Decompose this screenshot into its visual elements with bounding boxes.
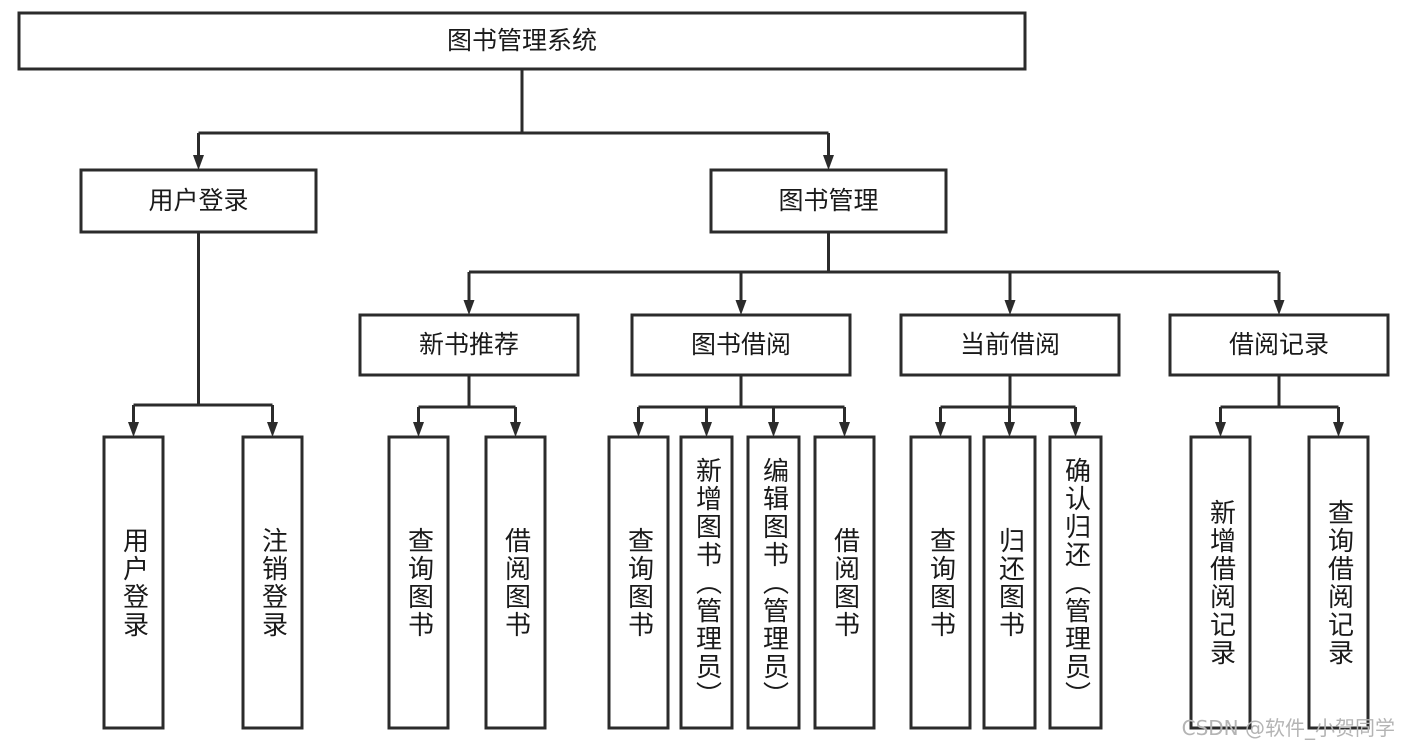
arrow-head-icon — [510, 422, 521, 437]
node-label-new-book-rec: 新书推荐 — [419, 330, 519, 359]
arrow-head-icon — [463, 300, 475, 315]
node-box-leaf-user-logout[interactable] — [241, 435, 304, 730]
arrow-head-icon — [1004, 422, 1015, 437]
node-box-borrow-record[interactable] — [1168, 313, 1390, 377]
node-box-user-login[interactable] — [79, 168, 318, 234]
arrow-head-icon — [413, 422, 424, 437]
node-box-leaf-query-record[interactable] — [1307, 435, 1370, 730]
node-label-current-borrow: 当前借阅 — [960, 330, 1060, 359]
boxes-layer — [17, 11, 1390, 730]
arrow-head-icon — [193, 155, 204, 170]
node-label-root: 图书管理系统 — [447, 26, 597, 55]
node-label-book-borrow: 图书借阅 — [691, 330, 791, 359]
node-box-leaf-query-book-rec[interactable] — [387, 435, 450, 730]
arrow-head-icon — [701, 422, 712, 437]
watermark-text: CSDN @软件_小贺同学 — [1181, 716, 1395, 740]
arrow-head-icon — [1333, 422, 1344, 437]
arrow-head-icon — [735, 300, 747, 315]
arrow-head-icon — [1004, 300, 1016, 315]
node-box-leaf-return-book[interactable] — [982, 435, 1037, 730]
arrow-head-icon — [267, 422, 278, 437]
arrow-head-icon — [823, 155, 834, 170]
arrow-head-icon — [1273, 300, 1285, 315]
node-box-leaf-query-book-cur[interactable] — [909, 435, 972, 730]
node-label-book-manage: 图书管理 — [778, 186, 878, 215]
connectors-layer — [128, 69, 1344, 437]
node-box-leaf-add-record[interactable] — [1189, 435, 1252, 730]
node-box-leaf-query-book-borrow[interactable] — [607, 435, 670, 730]
node-box-leaf-user-login[interactable] — [102, 435, 165, 730]
arrow-head-icon — [1215, 422, 1226, 437]
node-box-leaf-edit-book[interactable] — [746, 435, 801, 730]
node-box-leaf-borrow-book-rec[interactable] — [484, 435, 547, 730]
node-box-new-book-rec[interactable] — [358, 313, 580, 377]
arrow-head-icon — [935, 422, 946, 437]
node-box-book-manage[interactable] — [709, 168, 948, 234]
node-box-leaf-borrow-book[interactable] — [813, 435, 876, 730]
node-label-borrow-record: 借阅记录 — [1229, 330, 1329, 359]
node-box-current-borrow[interactable] — [899, 313, 1121, 377]
arrow-head-icon — [128, 422, 139, 437]
arrow-head-icon — [1070, 422, 1081, 437]
arrow-head-icon — [839, 422, 850, 437]
node-box-root[interactable] — [17, 11, 1027, 71]
node-label-user-login: 用户登录 — [148, 186, 248, 215]
node-box-leaf-confirm-return[interactable] — [1048, 435, 1103, 730]
node-box-leaf-add-book[interactable] — [679, 435, 734, 730]
arrow-head-icon — [768, 422, 779, 437]
arrow-head-icon — [633, 422, 644, 437]
node-box-book-borrow[interactable] — [630, 313, 852, 377]
